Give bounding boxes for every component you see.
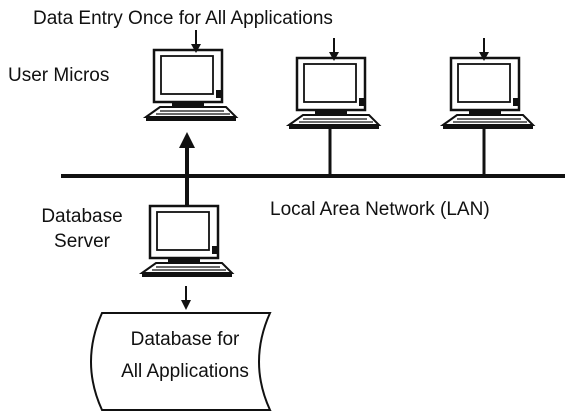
server-label-line2: Server [54, 231, 110, 252]
user-micro-1-icon [144, 48, 238, 123]
database-storage-icon [90, 312, 272, 411]
data-entry-label: Data Entry Once for All Applications [33, 8, 333, 29]
database-server-icon [140, 204, 234, 279]
database-label-line1: Database for [130, 329, 240, 350]
user-micros-label: User Micros [8, 65, 110, 86]
server-label-line1: Database [41, 206, 123, 227]
lan-label: Local Area Network (LAN) [270, 199, 490, 220]
user-micro-2-icon [287, 56, 381, 131]
user-micro-3-icon [441, 56, 535, 131]
database-label-line2: All Applications [121, 361, 249, 382]
